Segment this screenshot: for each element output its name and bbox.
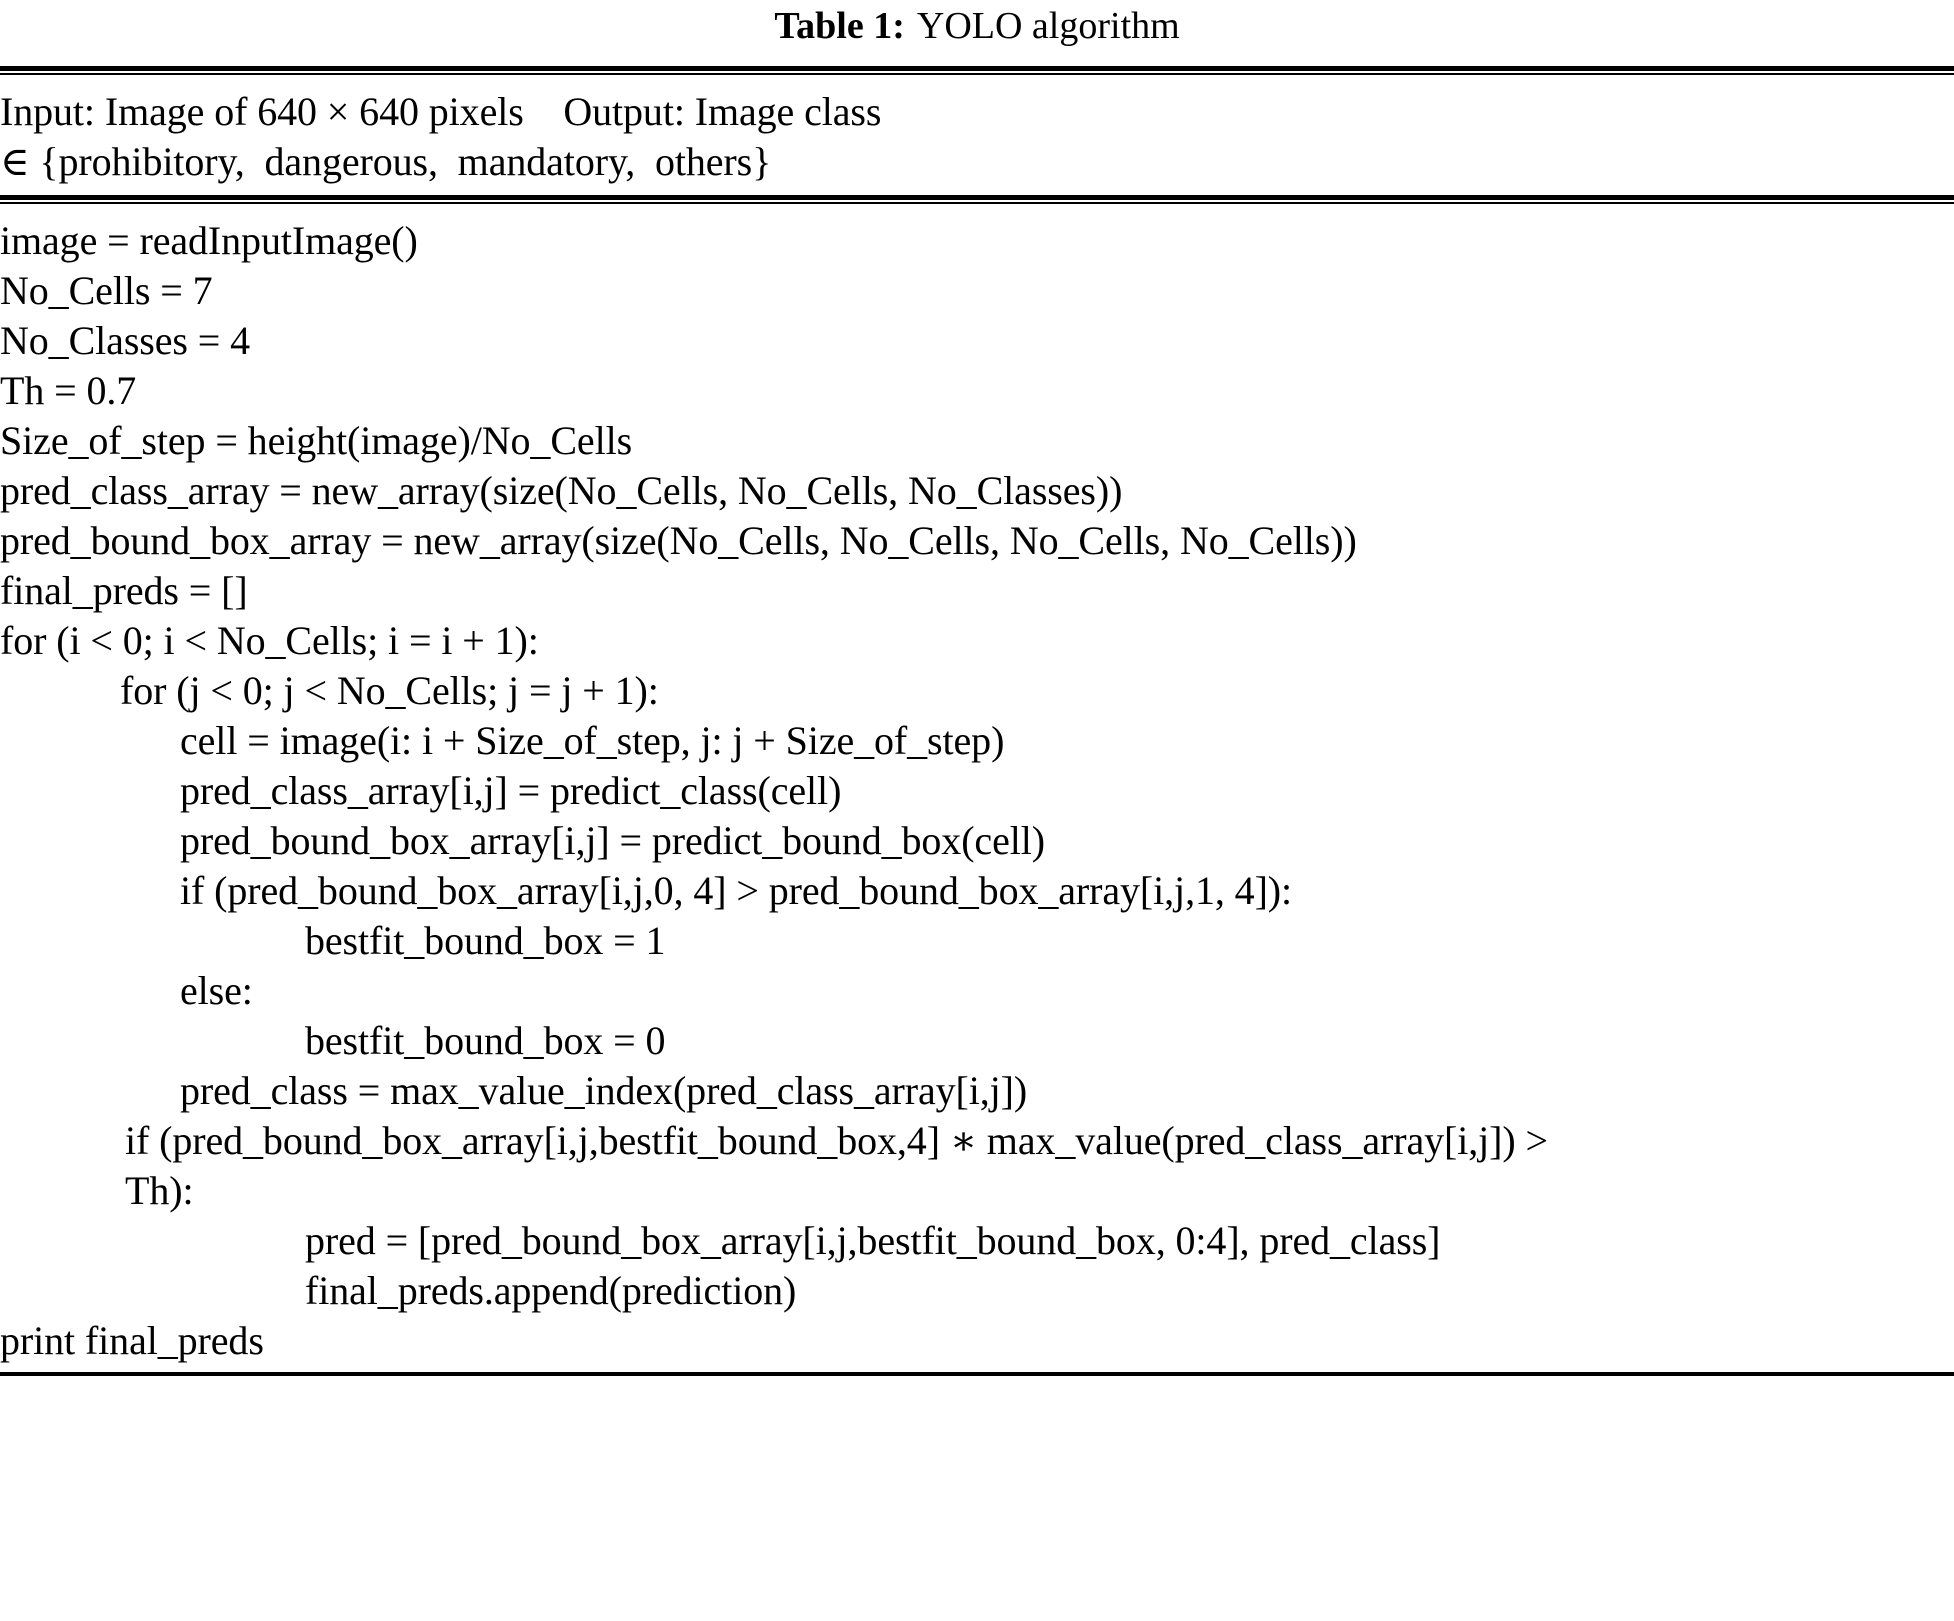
code-line: cell = image(i: i + Size_of_step, j: j +… <box>180 718 1005 763</box>
code-line: pred_class_array[i,j] = predict_class(ce… <box>180 768 842 813</box>
code-line: pred_class_array = new_array(size(No_Cel… <box>0 468 1123 513</box>
code-line: image = readInputImage() <box>0 218 418 263</box>
code-line: final_preds = [] <box>0 568 248 613</box>
code-line: pred_bound_box_array[i,j] = predict_boun… <box>180 818 1045 863</box>
code-line: pred_class = max_value_index(pred_class_… <box>180 1068 1028 1113</box>
algorithm-io-header: Input: Image of 640 × 640 pixels Output:… <box>0 75 1954 195</box>
code-line: No_Cells = 7 <box>0 268 213 313</box>
mid-rule <box>0 195 1954 204</box>
code-line: Th = 0.7 <box>0 368 137 413</box>
code-line: for (j < 0; j < No_Cells; j = j + 1): <box>120 668 659 713</box>
code-line: print final_preds <box>0 1318 264 1363</box>
caption-label: Table 1: <box>774 5 905 47</box>
code-line: No_Classes = 4 <box>0 318 251 363</box>
top-rule <box>0 66 1954 75</box>
table-figure: Table 1: YOLO algorithm Input: Image of 6… <box>0 0 1954 1376</box>
code-line: pred_bound_box_array = new_array(size(No… <box>0 518 1357 563</box>
code-line: else: <box>180 968 253 1013</box>
code-line: bestfit_bound_box = 0 <box>305 1018 666 1063</box>
header-line-input-output: Input: Image of 640 × 640 pixels Output:… <box>0 89 882 134</box>
code-line: Th): <box>125 1168 194 1213</box>
header-line-classes: ∈ {prohibitory, dangerous, mandatory, ot… <box>0 139 772 184</box>
code-line: pred = [pred_bound_box_array[i,j,bestfit… <box>305 1218 1441 1263</box>
code-line: Size_of_step = height(image)/No_Cells <box>0 418 633 463</box>
algorithm-body: image = readInputImage() No_Cells = 7 No… <box>0 204 1954 1372</box>
code-line: if (pred_bound_box_array[i,j,0, 4] > pre… <box>180 868 1293 913</box>
bottom-rule <box>0 1372 1954 1376</box>
code-line: if (pred_bound_box_array[i,j,bestfit_bou… <box>125 1118 1548 1163</box>
code-line: for (i < 0; i < No_Cells; i = i + 1): <box>0 618 539 663</box>
code-line: final_preds.append(prediction) <box>305 1268 797 1313</box>
caption-text: YOLO algorithm <box>916 5 1180 47</box>
code-line: bestfit_bound_box = 1 <box>305 918 666 963</box>
table-caption: Table 1: YOLO algorithm <box>0 0 1954 66</box>
